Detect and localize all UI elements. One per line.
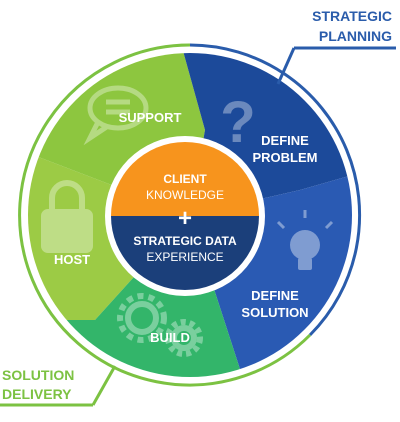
segment-label-define-problem: DEFINE <box>261 133 309 148</box>
solution-delivery-connector <box>91 365 117 406</box>
solution-delivery-title-2: DELIVERY <box>2 386 72 402</box>
segment-label-build: BUILD <box>150 330 190 345</box>
svg-text:?: ? <box>220 90 255 155</box>
segment-label-support: SUPPORT <box>119 110 182 125</box>
gears-icon <box>117 293 203 357</box>
center-hub-top <box>111 142 259 216</box>
segment-label-define-solution: DEFINE <box>251 288 299 303</box>
strategic-planning-title-2: PLANNING <box>319 28 392 44</box>
segment-label-define-problem-2: PROBLEM <box>253 150 318 165</box>
center-hub-bottom <box>111 216 259 290</box>
segment-label-define-solution-2: SOLUTION <box>241 305 308 320</box>
lightbulb-icon <box>276 210 334 270</box>
center-plus-sign: + <box>178 205 192 232</box>
solution-delivery-ring <box>18 43 312 387</box>
center-experience-label: EXPERIENCE <box>146 250 223 264</box>
strategic-planning-title: STRATEGIC <box>312 8 392 24</box>
center-strategic-data-label: STRATEGIC DATA <box>133 234 237 248</box>
strategic-planning-connector <box>276 47 296 85</box>
solution-delivery-title: SOLUTION <box>2 367 74 383</box>
segment-host <box>28 150 190 320</box>
question-mark-icon: ? <box>220 90 255 155</box>
padlock-icon <box>41 180 93 253</box>
speech-bubbles-icon <box>83 85 149 146</box>
strategic-planning-ring <box>189 43 362 337</box>
center-knowledge-label: KNOWLEDGE <box>146 188 224 202</box>
center-client-label: CLIENT <box>163 172 207 186</box>
segment-label-host: HOST <box>54 252 90 267</box>
